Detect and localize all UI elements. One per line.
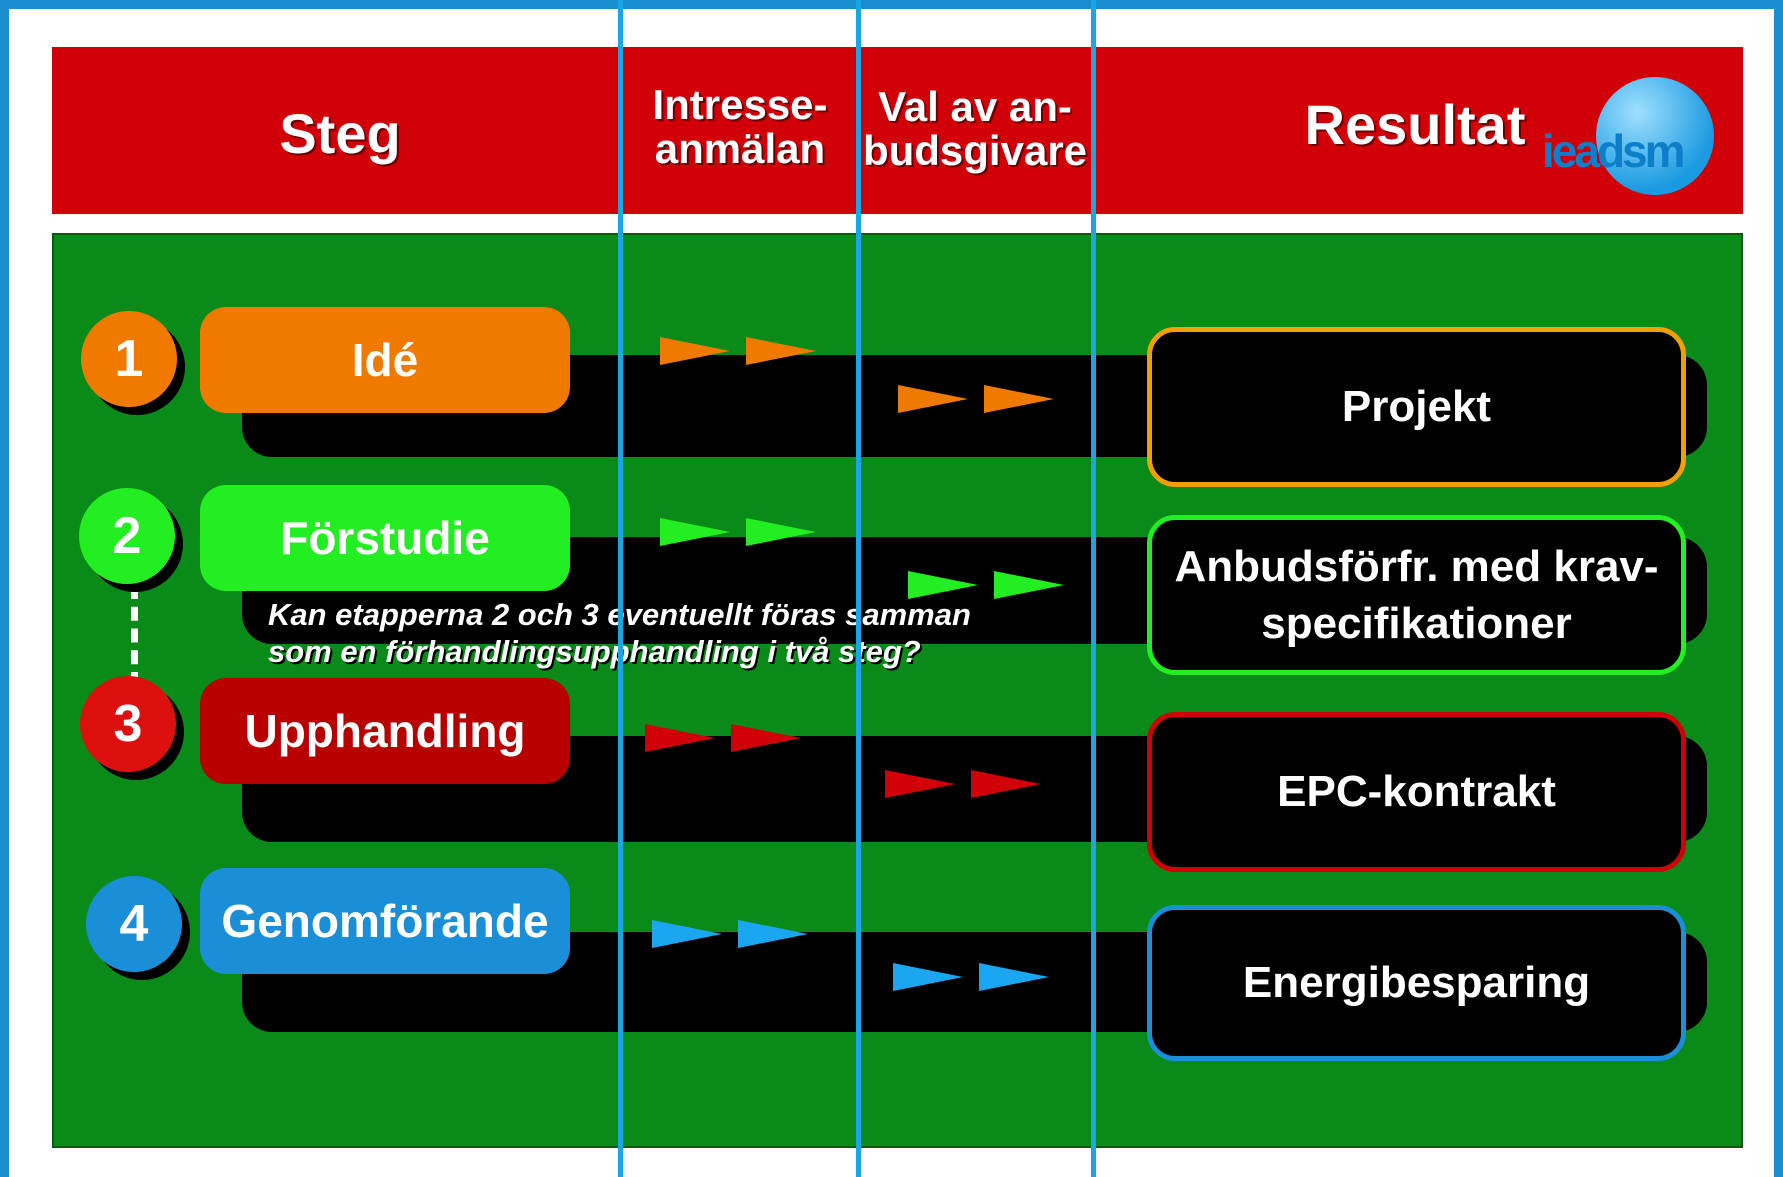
- step-4-arrow: [652, 920, 722, 948]
- step-2-arrow: [994, 571, 1064, 599]
- step-3-arrow: [645, 724, 715, 752]
- header-val-line1: Val av an-: [878, 83, 1072, 130]
- header-bar: [52, 47, 1743, 214]
- step-3-arrow: [971, 770, 1041, 798]
- header-val: Val av an- budsgivare: [860, 83, 1090, 175]
- header-steg: Steg: [279, 102, 401, 165]
- header-intresse: Intresse- anmälan: [630, 81, 850, 173]
- step-2-label: Förstudie: [200, 485, 570, 591]
- step-1-arrow: [984, 385, 1054, 413]
- step-3-number: 3: [80, 676, 176, 772]
- step-4-arrow: [893, 963, 963, 991]
- result-anbudsforfragan: Anbudsförfr. med krav- specifikationer: [1147, 515, 1686, 675]
- step-2-arrow: [746, 518, 816, 546]
- result-projekt: Projekt: [1147, 327, 1686, 487]
- step-3-arrow: [885, 770, 955, 798]
- result-anbudsforfragan-line2: specifikationer: [1261, 599, 1572, 648]
- result-anbudsforfragan-line1: Anbudsförfr. med krav-: [1174, 541, 1659, 591]
- step-1-label: Idé: [200, 307, 570, 413]
- step-3-label: Upphandling: [200, 678, 570, 784]
- ieadsm-logo-text: ieadsm: [1542, 125, 1686, 177]
- header-val-line2: budsgivare: [862, 127, 1088, 175]
- step-1-arrow: [746, 337, 816, 365]
- header-intresse-line2: anmälan: [654, 125, 826, 173]
- step-2-number: 2: [79, 488, 175, 584]
- step-4-arrow: [738, 920, 808, 948]
- step-2-arrow: [908, 571, 978, 599]
- step-4-arrow: [979, 963, 1049, 991]
- note-line-2: som en förhandlingsupphandling i två ste…: [268, 634, 921, 669]
- step-1-arrow: [660, 337, 730, 365]
- step-4-number: 4: [86, 876, 182, 972]
- ieadsm-logo-globe: [1596, 77, 1714, 195]
- step-4-label: Genomförande: [200, 868, 570, 974]
- step-2-3-connector: [131, 585, 138, 686]
- step-2-arrow: [660, 518, 730, 546]
- result-energibesparing: Energibesparing: [1147, 905, 1686, 1061]
- step-1-number: 1: [81, 311, 177, 407]
- column-divider-3: [1091, 0, 1096, 1177]
- step-1-arrow: [898, 385, 968, 413]
- step-3-arrow: [731, 724, 801, 752]
- column-divider-1: [618, 0, 623, 1177]
- header-resultat: Resultat: [1304, 93, 1526, 156]
- result-epc-kontrakt: EPC-kontrakt: [1147, 712, 1686, 872]
- header-intresse-line1: Intresse-: [652, 81, 828, 128]
- column-divider-2: [856, 0, 861, 1177]
